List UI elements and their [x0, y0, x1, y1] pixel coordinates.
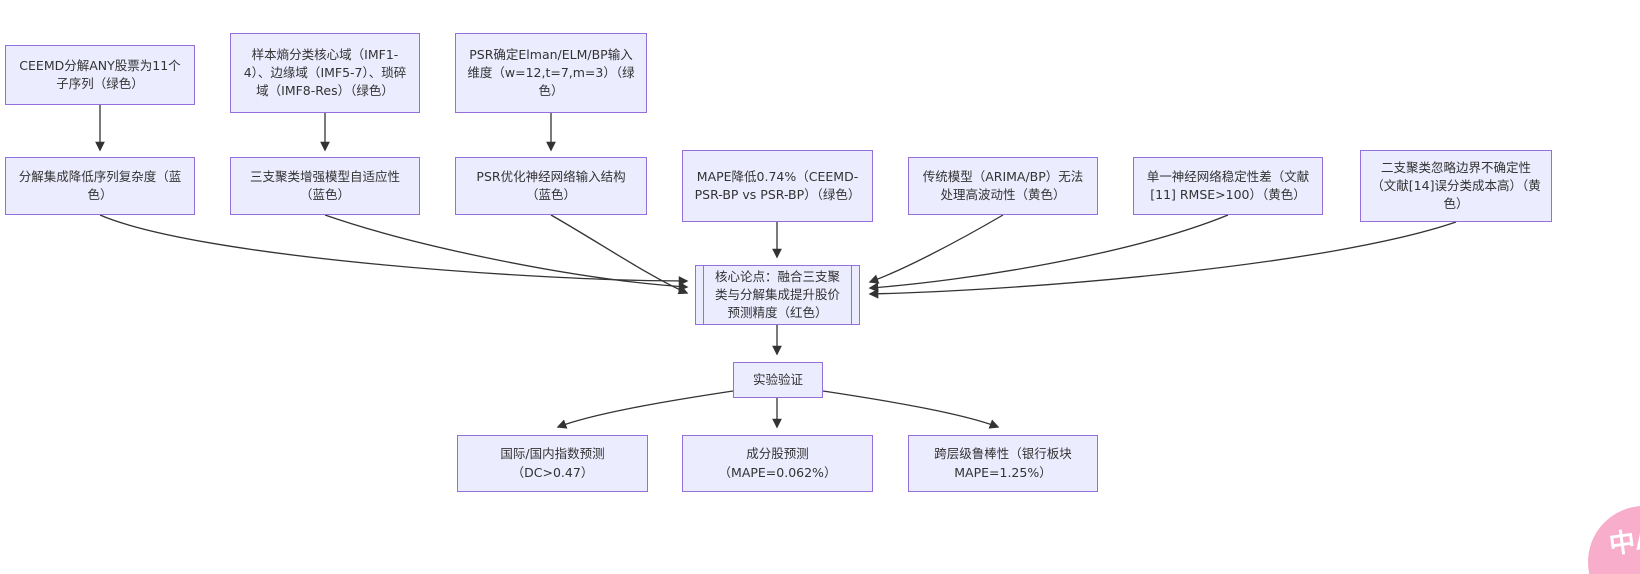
edge-b5-c	[868, 214, 1004, 284]
edge-b1-c	[99, 214, 689, 286]
node-mape-reduction: MAPE降低0.74%（CEEMD-PSR-BP vs PSR-BP）（绿色）	[682, 150, 873, 222]
node-constituent-stock-prediction: 成分股预测（MAPE=0.062%）	[682, 435, 873, 492]
node-ceemd-decompose: CEEMD分解ANY股票为11个子序列（绿色）	[5, 45, 195, 105]
node-single-nn-instability: 单一神经网络稳定性差（文献[11] RMSE>100）（黄色）	[1133, 157, 1323, 215]
node-label: 分解集成降低序列复杂度（蓝色）	[18, 168, 182, 202]
node-label: CEEMD分解ANY股票为11个子序列（绿色）	[19, 57, 181, 91]
translate-badge[interactable]: 中A	[1580, 498, 1640, 574]
node-label: 实验验证	[752, 371, 803, 387]
node-cross-level-robustness: 跨层级鲁棒性（银行板块 MAPE=1.25%）	[908, 435, 1098, 492]
node-label: 二支聚类忽略边界不确定性（文献[14]误分类成本高）（黄色）	[1371, 159, 1541, 212]
edge-d-e3	[822, 390, 1000, 429]
node-experimental-validation: 实验验证	[733, 362, 823, 398]
node-traditional-model-limitation: 传统模型（ARIMA/BP）无法处理高波动性（黄色）	[908, 157, 1098, 215]
node-label: 样本熵分类核心域（IMF1-4）、边缘域（IMF5-7）、琐碎域（IMF8-Re…	[243, 46, 407, 99]
edge-d-e1	[556, 390, 734, 429]
node-label: PSR确定Elman/ELM/BP输入维度（w=12,t=7,m=3）（绿色）	[467, 46, 635, 99]
edge-b7-c	[868, 221, 1457, 299]
node-label: 传统模型（ARIMA/BP）无法处理高波动性（黄色）	[922, 168, 1084, 202]
node-label: 单一神经网络稳定性差（文献[11] RMSE>100）（黄色）	[1146, 168, 1310, 202]
node-index-prediction: 国际/国内指数预测（DC>0.47）	[457, 435, 648, 492]
node-label: 三支聚类增强模型自适应性（蓝色）	[249, 168, 400, 202]
edge-b3-c	[550, 214, 689, 295]
node-psr-optimizes-input: PSR优化神经网络输入结构（蓝色）	[455, 157, 647, 215]
node-core-thesis: 核心论点：融合三支聚类与分解集成提升股价预测精度（红色）	[695, 265, 860, 325]
node-label: 核心论点：融合三支聚类与分解集成提升股价预测精度（红色）	[714, 268, 840, 321]
node-sample-entropy-domains: 样本熵分类核心域（IMF1-4）、边缘域（IMF5-7）、琐碎域（IMF8-Re…	[230, 33, 420, 113]
node-two-way-clustering-limitation: 二支聚类忽略边界不确定性（文献[14]误分类成本高）（黄色）	[1360, 150, 1552, 222]
node-label: PSR优化神经网络输入结构（蓝色）	[476, 168, 626, 202]
edge-b2-c	[324, 214, 689, 292]
node-psr-input-dimension: PSR确定Elman/ELM/BP输入维度（w=12,t=7,m=3）（绿色）	[455, 33, 647, 113]
node-label: 跨层级鲁棒性（银行板块 MAPE=1.25%）	[934, 446, 1072, 480]
translate-badge-label: 中A	[1607, 524, 1640, 561]
node-label: 成分股预测（MAPE=0.062%）	[718, 446, 837, 480]
node-label: 国际/国内指数预测（DC>0.47）	[500, 446, 605, 480]
subroutine-inner-line-right	[851, 266, 852, 324]
node-label: MAPE降低0.74%（CEEMD-PSR-BP vs PSR-BP）（绿色）	[694, 168, 861, 202]
subroutine-inner-line-left	[703, 266, 704, 324]
node-three-way-clustering-adaptivity: 三支聚类增强模型自适应性（蓝色）	[230, 157, 420, 215]
edge-b6-c	[868, 214, 1229, 293]
node-decomposition-reduces-complexity: 分解集成降低序列复杂度（蓝色）	[5, 157, 195, 215]
